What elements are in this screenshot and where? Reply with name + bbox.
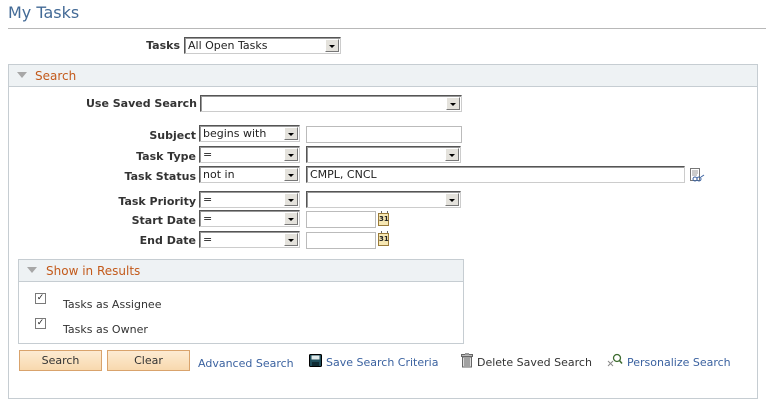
chevron-down-icon[interactable] xyxy=(445,193,459,206)
search-section-title: Search xyxy=(35,69,77,83)
advanced-search-link[interactable]: Advanced Search xyxy=(198,357,294,370)
task-priority-label: Task Priority xyxy=(118,195,196,208)
page-title: My Tasks xyxy=(8,3,80,22)
task-type-operator-dropdown[interactable]: = xyxy=(199,146,300,163)
personalize-search-link[interactable]: Personalize Search xyxy=(627,356,731,369)
calendar-icon[interactable]: 31 xyxy=(378,231,389,246)
show-in-results-title: Show in Results xyxy=(46,264,141,278)
clear-button[interactable]: Clear xyxy=(107,350,190,371)
save-search-criteria-link[interactable]: Save Search Criteria xyxy=(326,356,439,369)
chevron-down-icon[interactable] xyxy=(446,97,460,110)
chevron-down-icon[interactable] xyxy=(284,127,298,140)
tasks-label: Tasks xyxy=(146,39,180,52)
use-saved-search-label: Use Saved Search xyxy=(85,97,197,110)
start-date-label: Start Date xyxy=(131,214,196,227)
task-status-operator-dropdown[interactable]: not in xyxy=(199,166,300,183)
task-type-label: Task Type xyxy=(136,150,196,163)
show-in-results-body xyxy=(18,282,464,344)
collapse-triangle-icon[interactable] xyxy=(27,267,37,273)
search-section-body xyxy=(8,87,758,399)
trash-icon[interactable] xyxy=(461,353,473,368)
subject-input[interactable] xyxy=(306,126,462,143)
chevron-down-icon[interactable] xyxy=(325,39,339,52)
delete-saved-search-link[interactable]: Delete Saved Search xyxy=(477,356,592,369)
tasks-as-assignee-checkbox[interactable]: ✓ xyxy=(35,293,46,304)
chevron-down-icon[interactable] xyxy=(284,212,298,225)
chevron-down-icon[interactable] xyxy=(284,148,298,161)
subject-operator-dropdown[interactable]: begins with xyxy=(199,125,300,142)
personalize-magnifier-icon[interactable] xyxy=(607,353,623,368)
tasks-dropdown[interactable]: All Open Tasks xyxy=(184,37,341,54)
subject-label: Subject xyxy=(149,129,196,142)
start-date-input[interactable] xyxy=(306,211,376,228)
lookup-list-icon[interactable] xyxy=(689,167,705,183)
task-priority-dropdown[interactable] xyxy=(306,191,461,208)
tasks-as-owner-checkbox[interactable]: ✓ xyxy=(35,318,46,329)
chevron-down-icon[interactable] xyxy=(284,233,298,246)
use-saved-search-dropdown[interactable] xyxy=(200,95,462,112)
task-priority-operator-dropdown[interactable]: = xyxy=(199,191,300,208)
tasks-dropdown-value: All Open Tasks xyxy=(188,39,268,52)
collapse-triangle-icon[interactable] xyxy=(17,72,27,78)
tasks-as-assignee-label: Tasks as Assignee xyxy=(63,298,162,311)
search-button[interactable]: Search xyxy=(19,350,102,371)
search-section-header[interactable]: Search xyxy=(8,64,758,87)
task-status-input[interactable]: CMPL, CNCL xyxy=(306,166,685,183)
end-date-input[interactable] xyxy=(306,232,376,249)
chevron-down-icon[interactable] xyxy=(284,193,298,206)
title-divider xyxy=(8,28,766,29)
show-in-results-header[interactable]: Show in Results xyxy=(18,259,464,282)
task-type-dropdown[interactable] xyxy=(306,146,461,163)
end-date-operator-dropdown[interactable]: = xyxy=(199,231,300,248)
end-date-label: End Date xyxy=(139,234,196,247)
chevron-down-icon[interactable] xyxy=(445,148,459,161)
calendar-icon[interactable]: 31 xyxy=(378,211,389,226)
tasks-as-owner-label: Tasks as Owner xyxy=(63,323,148,336)
task-status-label: Task Status xyxy=(124,170,196,183)
chevron-down-icon[interactable] xyxy=(284,168,298,181)
save-disk-icon[interactable] xyxy=(309,354,322,367)
start-date-operator-dropdown[interactable]: = xyxy=(199,210,300,227)
